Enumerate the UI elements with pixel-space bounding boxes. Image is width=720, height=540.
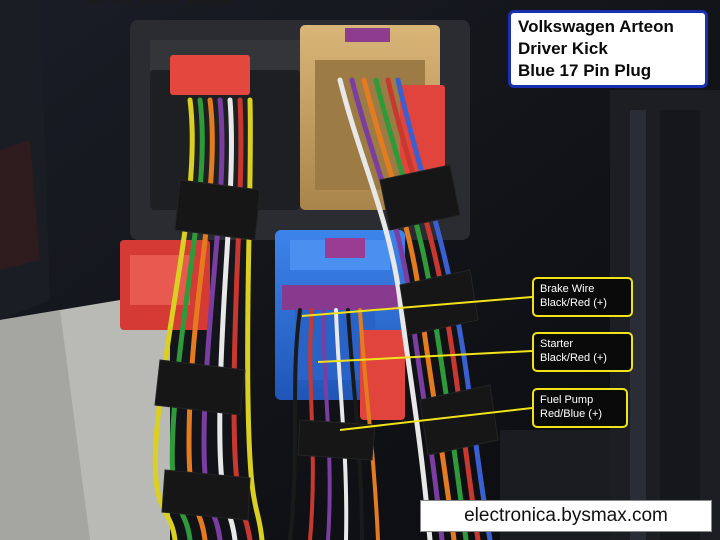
starter-wire-color: Black/Red (+) bbox=[540, 352, 607, 364]
site-watermark: electronica.bysmax.com bbox=[420, 500, 712, 532]
starter-wire-label: Starter Black/Red (+) bbox=[532, 332, 633, 372]
starter-wire-name: Starter bbox=[540, 338, 574, 350]
title-box: Volkswagen Arteon Driver Kick Blue 17 Pi… bbox=[508, 10, 708, 88]
brake-wire-color: Black/Red (+) bbox=[540, 297, 607, 309]
fuel-pump-wire-color: Red/Blue (+) bbox=[540, 408, 603, 420]
brake-wire-label: Brake Wire Black/Red (+) bbox=[532, 277, 633, 317]
fuel-pump-wire-name: Fuel Pump bbox=[540, 394, 594, 406]
title-line-2: Driver Kick bbox=[518, 39, 608, 58]
fuel-pump-wire-label: Fuel Pump Red/Blue (+) bbox=[532, 388, 628, 428]
brake-wire-name: Brake Wire bbox=[540, 283, 595, 295]
title-line-3: Blue 17 Pin Plug bbox=[518, 61, 652, 80]
top-text-fragment: CAN Bus 29W bbox=[84, 0, 354, 8]
title-line-1: Volkswagen Arteon bbox=[518, 17, 674, 36]
